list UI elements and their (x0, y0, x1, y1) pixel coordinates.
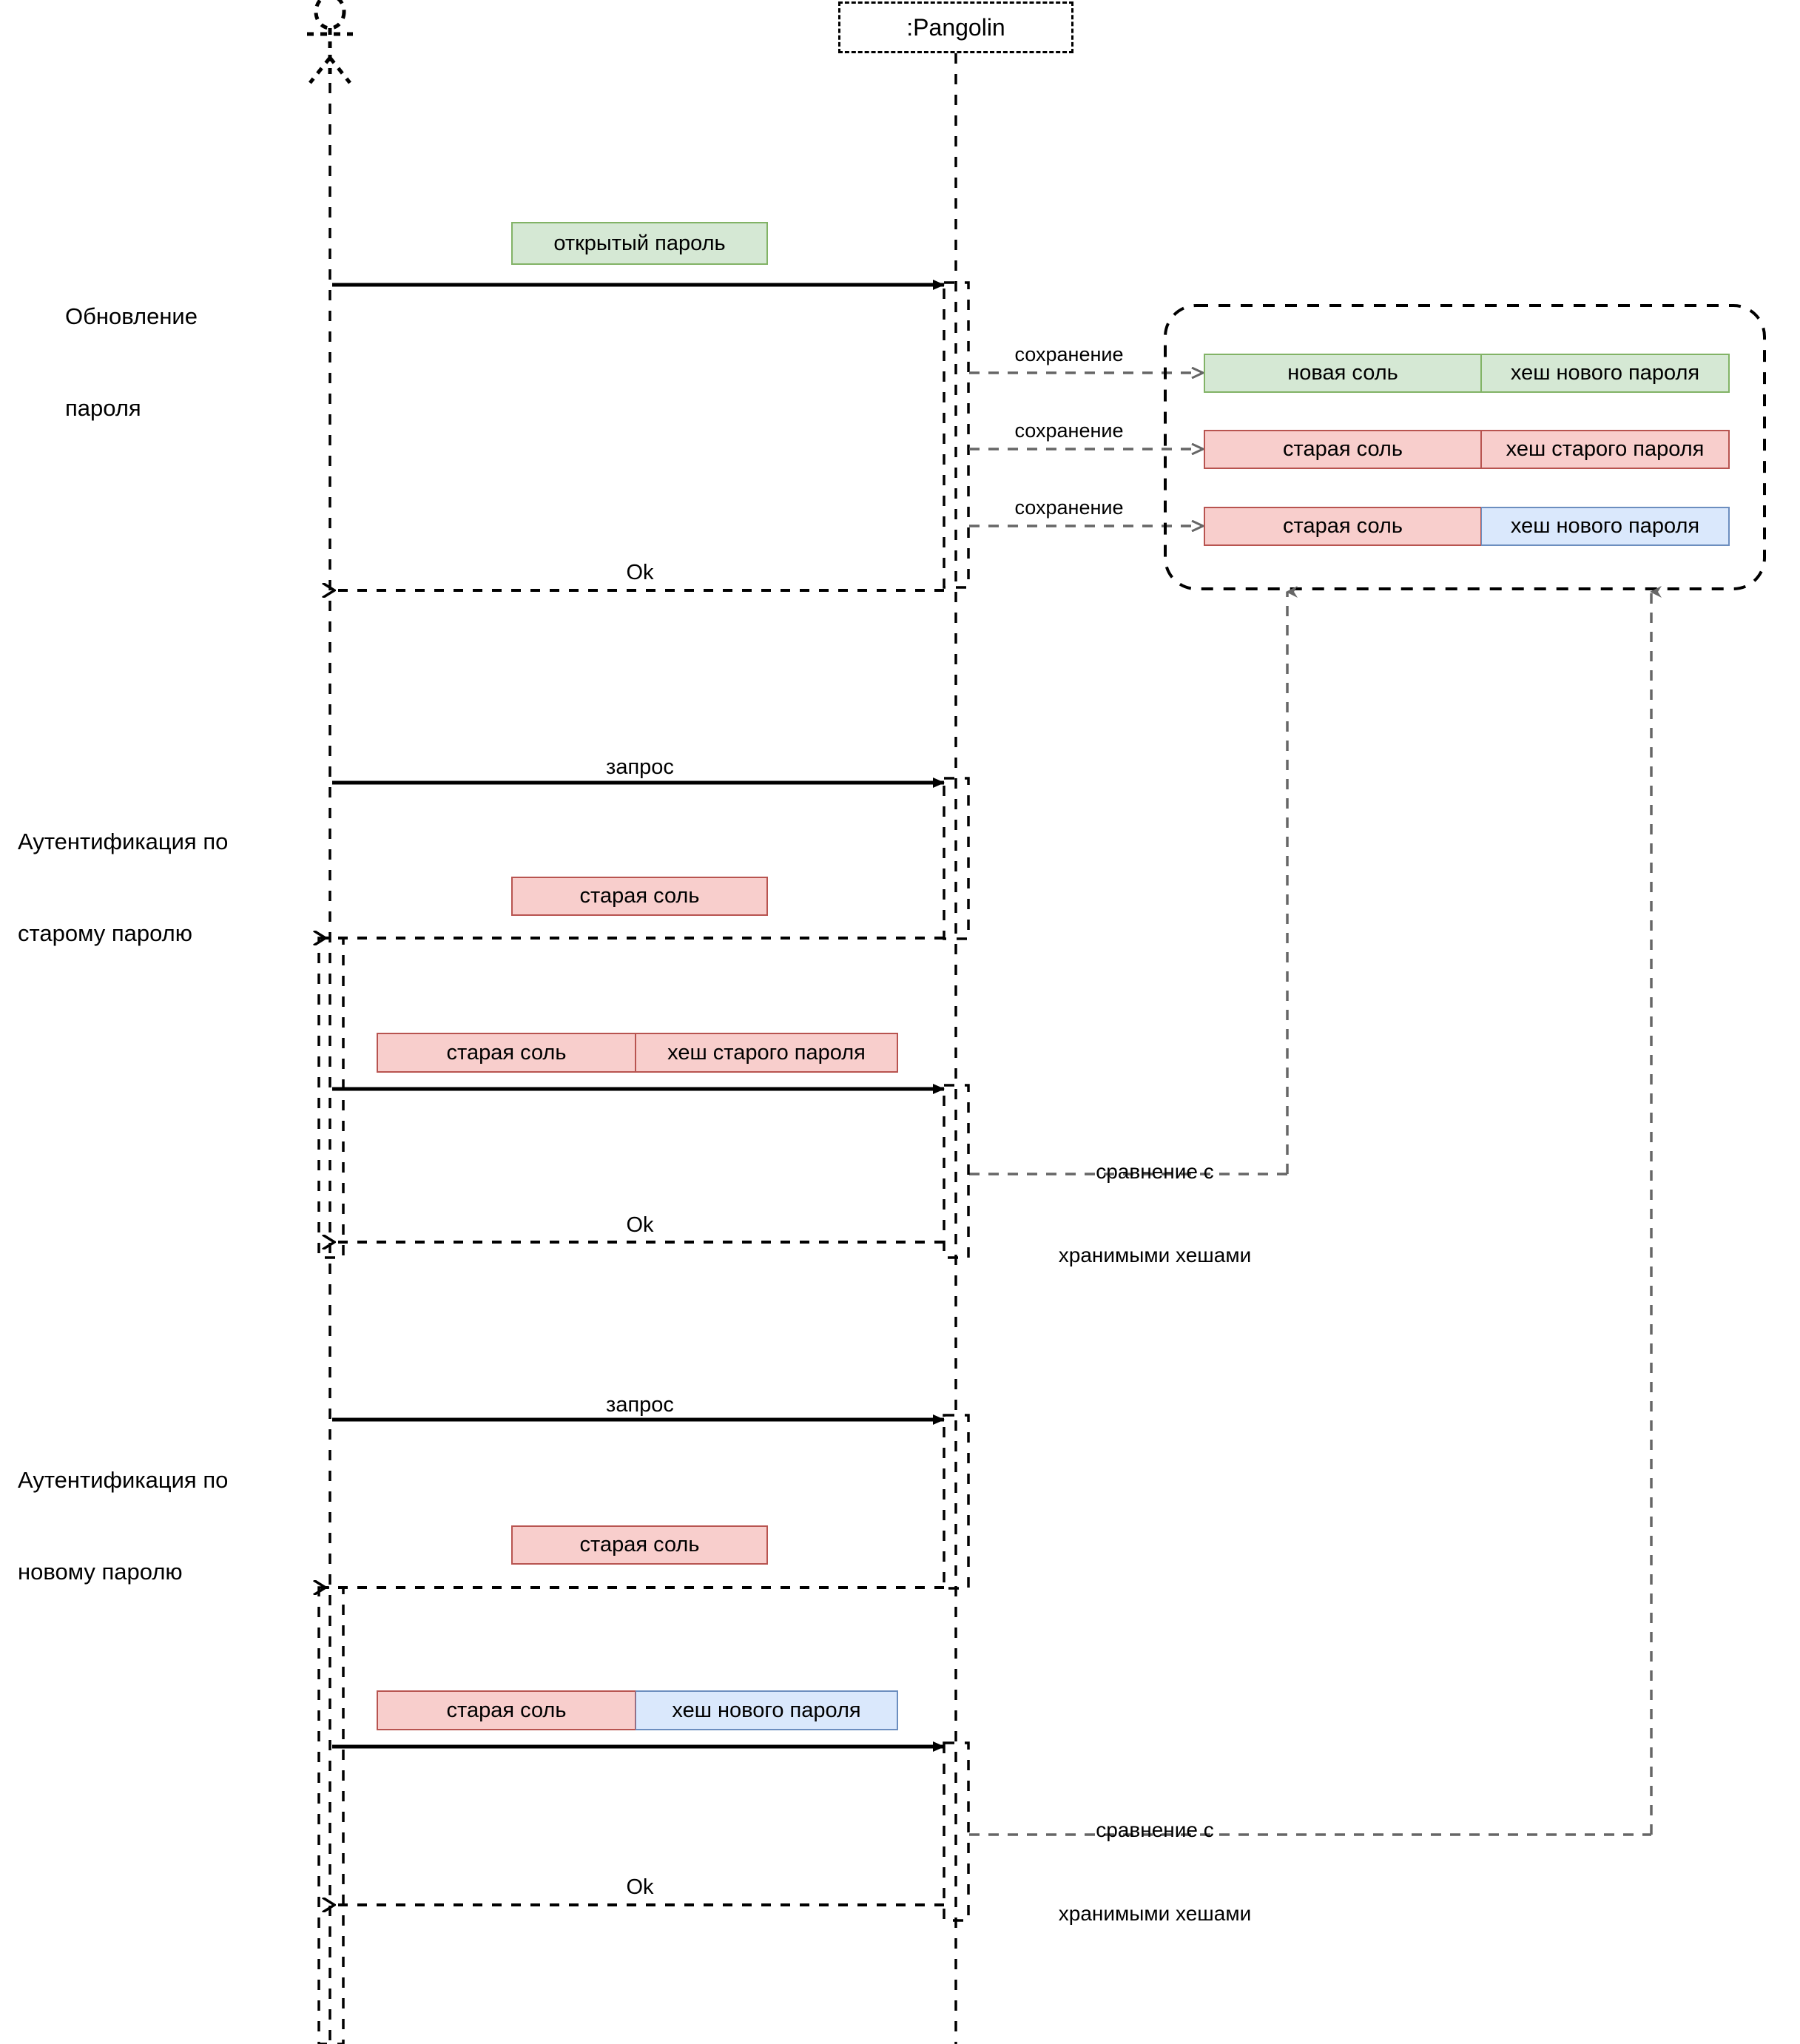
data-cell-new-salt: новая соль (1204, 354, 1481, 393)
note-compare-1: сравнение с хранимыми хешами (1003, 1102, 1307, 1324)
lifeline-label-pangolin: :Pangolin (906, 13, 1005, 41)
note-compare-1-line2: хранимыми хешами (1058, 1243, 1252, 1266)
note-compare-2-line1: сравнение с (1096, 1818, 1214, 1842)
stage-label-line2: новому паролю (18, 1559, 183, 1585)
activation-bar-pangolin-1 (943, 281, 970, 589)
data-box-hash-new-pair: старая соль хеш нового пароля (377, 1690, 898, 1730)
data-cell-hash-new-pair-salt: старая соль (377, 1690, 636, 1730)
message-label-save-3: сохранение (1014, 496, 1124, 519)
message-label-ok-1: Ok (626, 561, 654, 584)
data-cell-hash-new-pair-hash: хеш нового пароля (636, 1690, 898, 1730)
data-cell-open-password: открытый пароль (511, 222, 768, 265)
data-cell-hash-old-pair-salt: старая соль (377, 1033, 636, 1073)
message-label-request-2: запрос (606, 1393, 674, 1417)
stage-label-line2: пароля (65, 395, 141, 422)
activation-bar-actor-2 (317, 937, 345, 1259)
stage-label-auth-old: Аутентификация по старому паролю (18, 766, 314, 1010)
data-box-salt-old-1: старая соль (511, 877, 768, 916)
data-cell-old-salt: старая соль (1204, 430, 1481, 469)
message-label-save-2: сохранение (1014, 419, 1124, 442)
data-box-record-old: старая соль хеш старого пароля (1204, 430, 1730, 469)
stage-label-line1: Аутентификация по (18, 1467, 229, 1494)
activation-bar-pangolin-4 (943, 1414, 970, 1590)
data-cell-mixed-hash: хеш нового пароля (1481, 507, 1730, 546)
note-compare-2: сравнение с хранимыми хешами (1003, 1761, 1307, 1983)
stage-label-line1: Обновление (65, 303, 198, 330)
data-cell-salt-old-1: старая соль (511, 877, 768, 916)
lifeline-head-pangolin[interactable]: :Pangolin (838, 1, 1073, 53)
message-label-save-1: сохранение (1014, 343, 1124, 365)
message-label-ok-2: Ok (626, 1213, 654, 1237)
message-label-ok-3: Ok (626, 1875, 654, 1899)
data-box-hash-old-pair: старая соль хеш старого пароля (377, 1033, 898, 1073)
data-box-record-new: новая соль хеш нового пароля (1204, 354, 1730, 393)
note-compare-2-line2: хранимыми хешами (1058, 1901, 1252, 1925)
activation-bar-pangolin-3 (943, 1084, 970, 1259)
activation-bar-actor-3 (317, 1586, 345, 2044)
data-cell-new-hash: хеш нового пароля (1481, 354, 1730, 393)
stage-label-auth-new: Аутентификация по новому паролю (18, 1404, 314, 1648)
data-box-open-password: открытый пароль (511, 222, 768, 265)
data-box-salt-old-2: старая соль (511, 1525, 768, 1565)
stage-label-line1: Аутентификация по (18, 829, 229, 855)
stage-label-password-update: Обновление пароля (65, 240, 287, 485)
data-cell-old-hash: хеш старого пароля (1481, 430, 1730, 469)
activation-bar-pangolin-5 (943, 1741, 970, 1922)
data-cell-hash-old-pair-hash: хеш старого пароля (636, 1033, 898, 1073)
data-cell-salt-old-2: старая соль (511, 1525, 768, 1565)
message-label-request-1: запрос (606, 755, 674, 779)
actor-stick-figure (307, 0, 353, 84)
note-compare-1-line1: сравнение с (1096, 1160, 1214, 1184)
stage-label-line2: старому паролю (18, 920, 193, 947)
data-box-record-mixed: старая соль хеш нового пароля (1204, 507, 1730, 546)
data-cell-mixed-salt: старая соль (1204, 507, 1481, 546)
activation-bar-pangolin-2 (943, 777, 970, 940)
